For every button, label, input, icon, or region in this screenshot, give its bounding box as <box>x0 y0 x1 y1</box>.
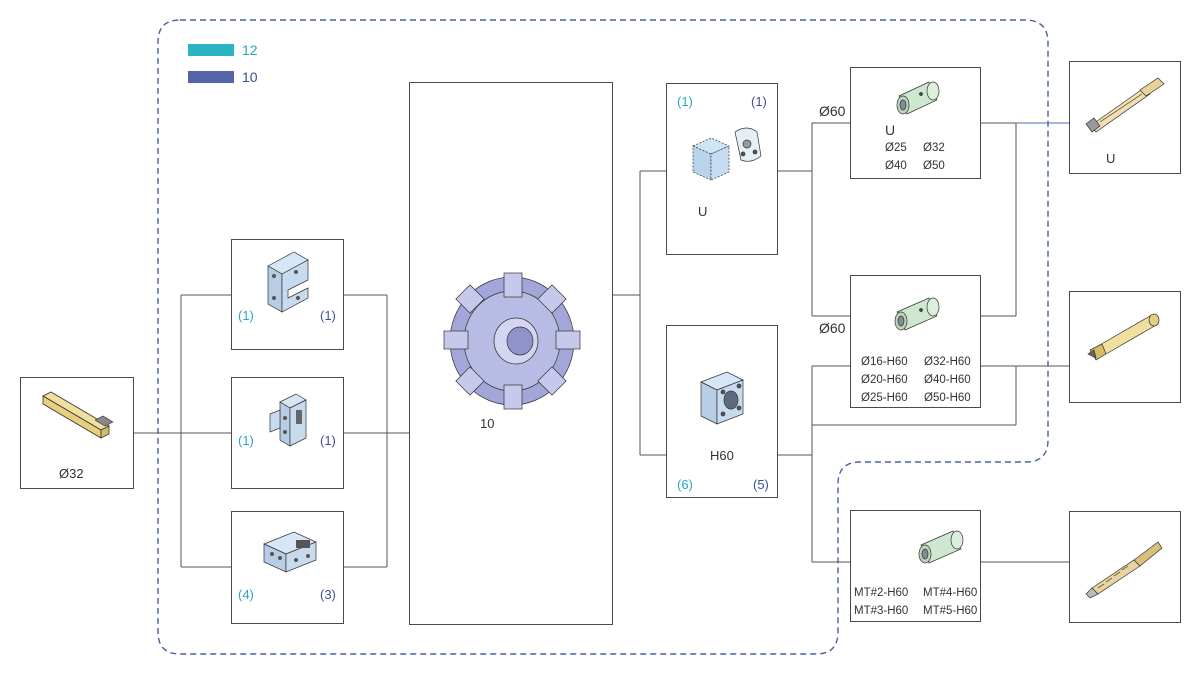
h60-sleeve-icon <box>894 297 940 331</box>
turret-box[interactable]: 10 <box>409 82 613 625</box>
twist-drill-box[interactable] <box>1069 511 1181 623</box>
legend-label-10: 10 <box>242 69 258 85</box>
u-sleeve-size: Ø32 <box>923 142 945 154</box>
u-drill-holder-icon <box>692 127 762 181</box>
holder-3-qty-12: (4) <box>238 587 254 602</box>
u-sleeve-box[interactable]: U Ø25 Ø32 Ø40 Ø50 <box>850 67 981 179</box>
morse-sleeve-box[interactable]: MT#2-H60 MT#4-H60 MT#3-H60 MT#5-H60 <box>850 510 981 622</box>
u-sleeve-size: Ø25 <box>885 142 907 154</box>
boring-bar-box[interactable] <box>1069 291 1181 403</box>
u-holder-qty-10: (1) <box>751 94 767 109</box>
shank-label: Ø32 <box>59 466 84 481</box>
morse-sleeve-size: MT#2-H60 <box>854 587 909 599</box>
twist-drill-icon <box>1085 541 1163 599</box>
holder-box-3[interactable]: (4) (3) <box>231 511 344 624</box>
shank-tool-box[interactable]: Ø32 <box>20 377 134 489</box>
turret-label: 10 <box>480 416 495 431</box>
u-holder-qty-12: (1) <box>677 94 693 109</box>
h60-sleeve-size: Ø25-H60 <box>861 392 908 404</box>
morse-sleeve-size: MT#3-H60 <box>854 605 909 617</box>
h60-holder-qty-12: (6) <box>677 477 693 492</box>
boring-bar-icon <box>1087 313 1160 361</box>
u-sleeve-diameter-label: Ø60 <box>819 103 846 119</box>
holder-2-qty-12: (1) <box>238 433 254 448</box>
holder-2-qty-10: (1) <box>320 433 336 448</box>
u-sleeve-size: Ø40 <box>885 160 907 172</box>
clamp-block-icon <box>263 531 317 573</box>
legend-swatch-12 <box>188 44 234 56</box>
morse-sleeve-size: MT#5-H60 <box>923 605 978 617</box>
holder-3-qty-10: (3) <box>320 587 336 602</box>
h60-sleeve-size: Ø50-H60 <box>924 392 971 404</box>
u-holder-label: U <box>698 204 708 219</box>
holder-box-2[interactable]: (1) (1) <box>231 377 344 489</box>
h60-sleeve-size: Ø20-H60 <box>861 374 908 386</box>
axial-holder-icon <box>267 251 309 313</box>
dashed-boundary <box>157 19 1049 655</box>
u-drill-box[interactable]: U <box>1069 61 1181 174</box>
h60-holder-icon <box>700 371 744 425</box>
h60-sleeve-size: Ø16-H60 <box>861 356 908 368</box>
u-drill-icon <box>1085 77 1165 133</box>
h60-holder-box[interactable]: H60 (6) (5) <box>666 325 778 498</box>
legend-swatch-10 <box>188 71 234 83</box>
h60-sleeve-size: Ø40-H60 <box>924 374 971 386</box>
h60-sleeve-box[interactable]: Ø16-H60 Ø32-H60 Ø20-H60 Ø40-H60 Ø25-H60 … <box>850 275 981 408</box>
h60-sleeve-diameter-label: Ø60 <box>819 320 846 336</box>
holder-1-qty-12: (1) <box>238 308 254 323</box>
morse-taper-sleeve-icon <box>918 530 964 564</box>
reducing-sleeve-icon <box>896 81 940 115</box>
morse-sleeve-size: MT#4-H60 <box>923 587 978 599</box>
turret-disc-icon <box>443 272 581 410</box>
u-sleeve-title: U <box>885 122 896 138</box>
u-drill-label: U <box>1106 151 1116 166</box>
legend-label-12: 12 <box>242 42 258 58</box>
h60-holder-label: H60 <box>710 448 734 463</box>
radial-holder-icon <box>269 393 307 447</box>
h60-holder-qty-10: (5) <box>753 477 769 492</box>
h60-sleeve-size: Ø32-H60 <box>924 356 971 368</box>
u-holder-box[interactable]: (1) (1) U <box>666 83 778 255</box>
turning-tool-icon <box>42 391 114 439</box>
holder-box-1[interactable]: (1) (1) <box>231 239 344 350</box>
holder-1-qty-10: (1) <box>320 308 336 323</box>
u-sleeve-size: Ø50 <box>923 160 945 172</box>
